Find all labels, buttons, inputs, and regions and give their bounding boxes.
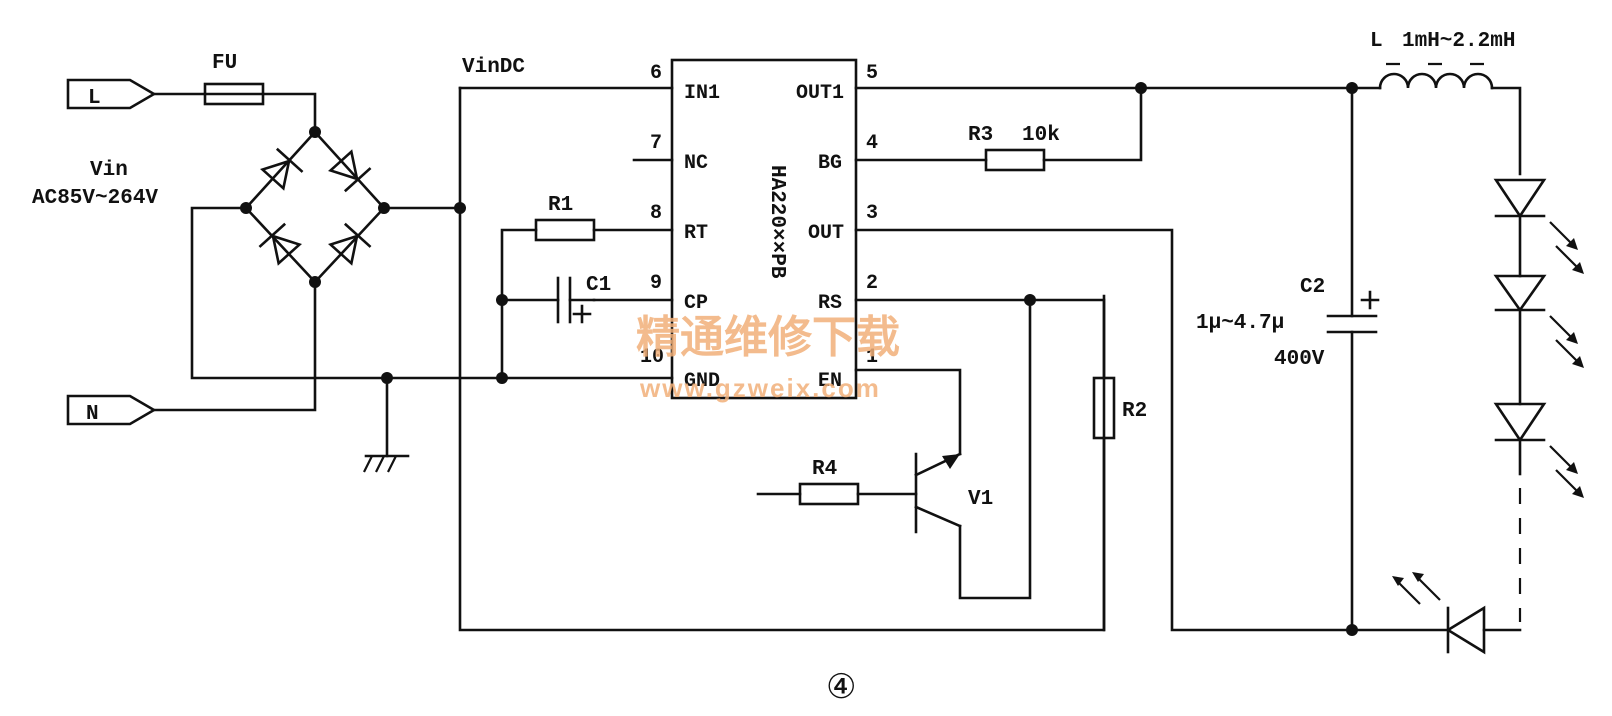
fuse-label: FU bbox=[212, 52, 237, 75]
vin-range: AC85V~264V bbox=[32, 187, 158, 210]
inductor-label: L bbox=[1370, 30, 1383, 53]
resistor-r1: R1 bbox=[534, 194, 596, 242]
terminal-neutral-label: N bbox=[86, 403, 99, 426]
c2-voltage: 400V bbox=[1274, 348, 1325, 371]
pin-8-name: RT bbox=[684, 222, 708, 245]
pin-9-name: CP bbox=[684, 292, 708, 315]
pin-6-number: 6 bbox=[650, 62, 662, 85]
ic-part-number: HA220××PB bbox=[765, 165, 788, 279]
pin-7-number: 7 bbox=[650, 132, 662, 155]
figure-number: ④ bbox=[826, 667, 856, 707]
v1-label: V1 bbox=[968, 488, 993, 511]
pin-3-name: OUT bbox=[808, 222, 844, 245]
r2-label: R2 bbox=[1122, 400, 1147, 423]
pin-10-number: 10 bbox=[640, 346, 664, 369]
terminal-neutral: N bbox=[66, 394, 157, 426]
inductor-value: 1mH~2.2mH bbox=[1402, 30, 1515, 53]
led-3 bbox=[1493, 402, 1584, 498]
capacitor-c2: C2 1μ~4.7μ 400V bbox=[1196, 276, 1380, 371]
fuse: FU bbox=[152, 52, 317, 134]
pin-9-number: 9 bbox=[650, 272, 662, 295]
ground-symbol bbox=[363, 372, 410, 473]
terminal-line: L bbox=[66, 78, 157, 110]
r3-value: 10k bbox=[1022, 124, 1060, 147]
pin-3-number: 3 bbox=[866, 202, 878, 225]
pin-7-name: NC bbox=[684, 152, 708, 175]
c2-value: 1μ~4.7μ bbox=[1196, 312, 1284, 335]
pin-5-name: OUT1 bbox=[796, 82, 844, 105]
pin-6-name: IN1 bbox=[684, 82, 720, 105]
transistor-v1: V1 bbox=[914, 452, 993, 534]
resistor-r3: R3 10k bbox=[968, 124, 1060, 172]
vin-title: Vin bbox=[90, 159, 128, 182]
led-2 bbox=[1493, 274, 1584, 368]
r4-label: R4 bbox=[812, 458, 837, 481]
inductor-l: L 1mH~2.2mH bbox=[1350, 30, 1522, 176]
vindc-label: VinDC bbox=[462, 56, 525, 79]
led-string bbox=[1350, 178, 1584, 655]
resistor-r2: R2 bbox=[1092, 376, 1147, 440]
resistor-r4: R4 bbox=[798, 458, 860, 506]
bridge-rectifier bbox=[240, 126, 390, 288]
r1-label: R1 bbox=[548, 194, 573, 217]
watermark-url: www.gzweix.com bbox=[639, 373, 881, 403]
pin-4-number: 4 bbox=[866, 132, 878, 155]
terminal-line-label: L bbox=[88, 87, 101, 110]
led-1 bbox=[1493, 178, 1584, 274]
c1-label: C1 bbox=[586, 274, 611, 297]
pin-4-name: BG bbox=[818, 152, 842, 175]
r3-label: R3 bbox=[968, 124, 993, 147]
pin-10-name: GND bbox=[684, 370, 720, 393]
pin-2-number: 2 bbox=[866, 272, 878, 295]
pin-1-number: 1 bbox=[866, 346, 878, 369]
pin-5-number: 5 bbox=[866, 62, 878, 85]
capacitor-c1: C1 bbox=[500, 274, 611, 324]
pin-1-name: EN bbox=[818, 370, 842, 393]
c2-label: C2 bbox=[1300, 276, 1325, 299]
led-n bbox=[1350, 572, 1522, 655]
watermark-cn: 精通维修下载 bbox=[636, 312, 900, 363]
pin-2-name: RS bbox=[818, 292, 842, 315]
pin-8-number: 8 bbox=[650, 202, 662, 225]
